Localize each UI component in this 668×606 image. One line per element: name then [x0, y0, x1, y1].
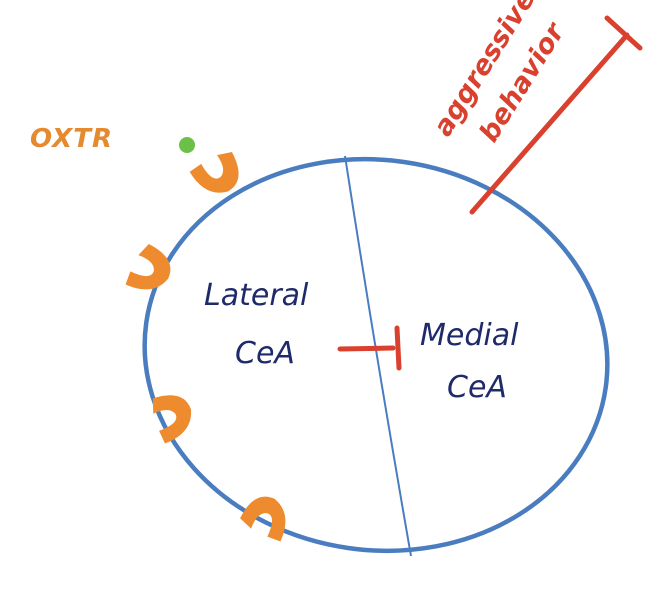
medial-cea-label-line2: CeA [447, 370, 507, 405]
medial-cea-label-line1: Medial [420, 318, 519, 353]
cea-outline [142, 156, 610, 554]
oxtr-label: OXTR [30, 124, 113, 154]
lateral-cea-label-line1: Lateral [204, 278, 309, 313]
oxtr-receptor-icon [237, 489, 294, 542]
oxtr-receptor-icon [189, 145, 250, 204]
oxtr-receptor-icon [125, 241, 178, 298]
lateral-cea-label-line2: CeA [235, 336, 295, 371]
inhibitory-arrow-icon [469, 15, 643, 215]
oxytocin-ligand-icon [179, 137, 195, 153]
cea-divider [344, 155, 412, 557]
inhibitory-arrow-icon [337, 325, 402, 371]
